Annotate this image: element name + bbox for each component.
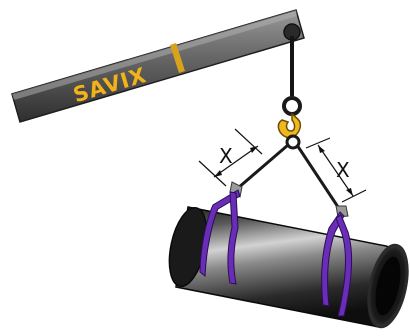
dimension-label-right: X <box>336 158 350 182</box>
crane-boom-icon: SAVIX <box>12 10 304 122</box>
hook-icon <box>278 98 300 148</box>
sling-legs <box>230 145 348 217</box>
dimension-label-left: X <box>219 144 233 168</box>
